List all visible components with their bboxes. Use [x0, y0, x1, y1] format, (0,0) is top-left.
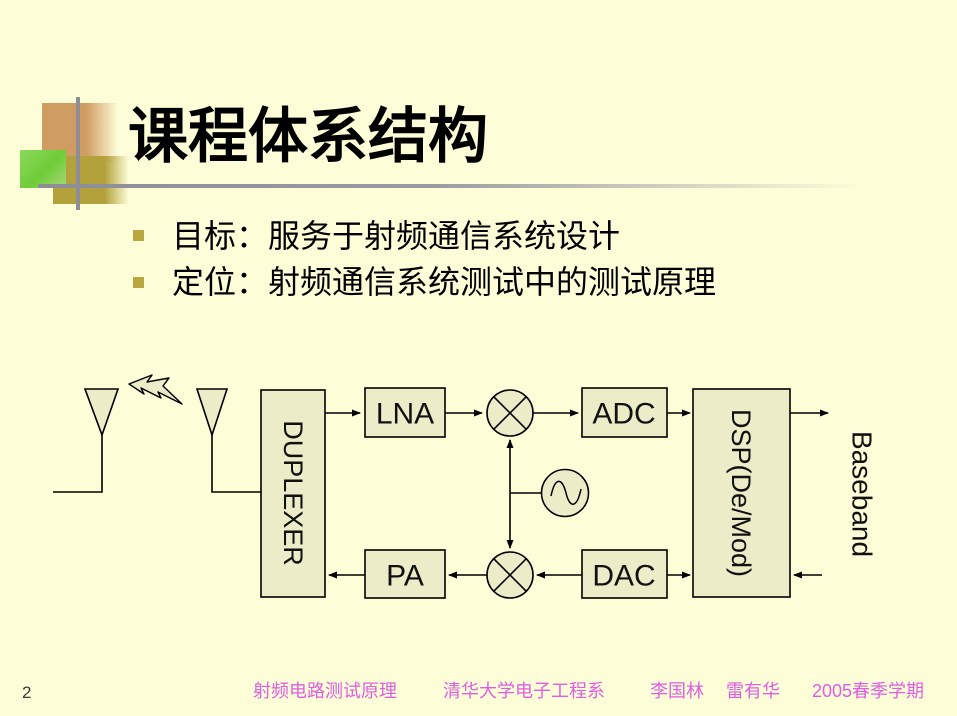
lna-label: LNA — [376, 398, 434, 431]
dac-label: DAC — [592, 560, 655, 593]
decoration-vertical-line — [76, 97, 80, 210]
duplexer-box — [260, 389, 326, 598]
page-title: 课程体系结构 — [128, 103, 488, 170]
pa-label: PA — [386, 560, 424, 593]
footer-department: 清华大学电子工程系 — [443, 681, 605, 701]
pa-box — [364, 549, 446, 599]
oscillator-icon — [540, 468, 590, 518]
bullet-square-icon — [133, 230, 144, 241]
footer-author-2: 雷有华 — [726, 681, 780, 701]
rf-system-diagram: DUPLEXER LNA ADC DSP(De/Mod) PA DAC Base… — [53, 374, 878, 599]
dac-box — [581, 549, 668, 599]
adc-label: ADC — [592, 398, 655, 431]
lightning-icon — [128, 374, 183, 405]
tx-antenna-icon — [53, 388, 120, 493]
page-number: 2 — [22, 683, 32, 702]
dsp-label: DSP(De/Mod) — [726, 409, 756, 577]
duplexer-label: DUPLEXER — [278, 420, 308, 566]
rx-antenna-icon — [195, 388, 261, 493]
bullet-item-goal: 目标：服务于射频通信系统设计 — [172, 218, 621, 254]
title-underline-rule — [38, 184, 914, 188]
dsp-box — [692, 388, 791, 598]
footer-term: 2005春季学期 — [812, 681, 925, 701]
footer-course-title: 射频电路测试原理 — [253, 681, 397, 701]
footer-author-1: 李国林 — [650, 681, 704, 701]
bullet-square-icon — [133, 277, 144, 288]
bullet-item-position: 定位：射频通信系统测试中的测试原理 — [172, 264, 717, 300]
decoration-green-square — [20, 150, 66, 188]
baseband-label: Baseband — [847, 431, 878, 557]
tx-mixer-icon — [486, 551, 534, 599]
rx-mixer-icon — [486, 389, 534, 437]
